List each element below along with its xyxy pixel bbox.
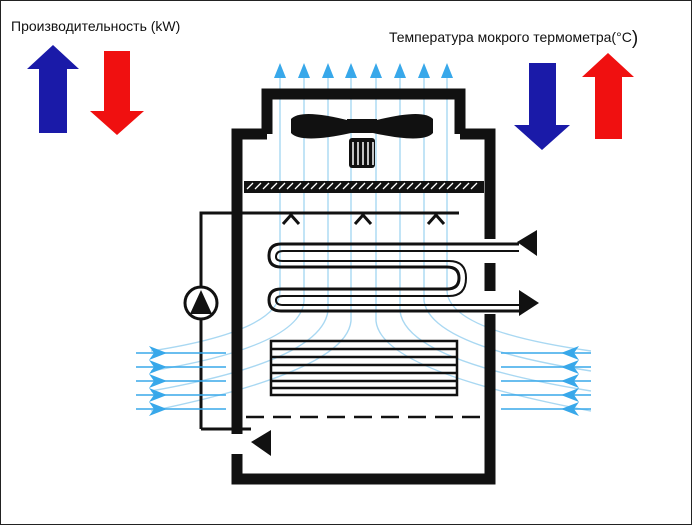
exhaust-arrow-icon [441, 63, 453, 78]
inlet-arrow-icon [561, 402, 579, 416]
exhaust-arrow-icon [394, 63, 406, 78]
inlet-arrow-icon [561, 346, 579, 360]
fan-icon [291, 113, 433, 139]
inlet-arrow-icon [561, 360, 579, 374]
fill-pack [269, 339, 459, 397]
wet-bulb-down-arrow-icon [514, 63, 570, 150]
pump-icon [183, 285, 219, 321]
exhaust-arrow-icon [322, 63, 334, 78]
inlet-arrow-icon [561, 374, 579, 388]
wet-bulb-paren: ) [631, 28, 639, 49]
inlet-arrow-icon [561, 388, 579, 402]
wet-bulb-label: Температура мокрого термометра(°C) [389, 26, 639, 49]
inlet-arrow-icon [149, 402, 167, 416]
wet-bulb-text: Температура мокрого термометра(°C [389, 29, 632, 45]
motor-icon [349, 138, 375, 168]
exhaust-air-arrows [274, 63, 453, 78]
capacity-label: Производительность (kW) [11, 18, 181, 34]
spray-pipe [199, 211, 459, 431]
exhaust-arrow-icon [345, 63, 357, 78]
left-air-inlet [136, 346, 226, 416]
inlet-arrow-icon [149, 388, 167, 402]
capacity-down-arrow-icon [90, 51, 144, 135]
inlet-arrow-icon [149, 374, 167, 388]
return-inlet-arrow-icon [251, 430, 271, 456]
fluid-inlet-arrow-icon [517, 230, 537, 256]
capacity-up-arrow-icon [27, 45, 79, 133]
exhaust-arrow-icon [298, 63, 310, 78]
exhaust-arrow-icon [418, 63, 430, 78]
heat-exchanger-coil [267, 242, 519, 313]
drift-eliminator [244, 181, 484, 193]
right-air-inlet [501, 346, 591, 416]
inlet-arrow-icon [149, 360, 167, 374]
exhaust-arrow-icon [370, 63, 382, 78]
tower-housing [231, 88, 496, 485]
exhaust-arrow-icon [274, 63, 286, 78]
inlet-arrow-icon [149, 346, 167, 360]
fluid-outlet-arrow-icon [519, 290, 539, 316]
air-flow-lines [150, 76, 592, 412]
wet-bulb-up-arrow-icon [582, 53, 634, 139]
